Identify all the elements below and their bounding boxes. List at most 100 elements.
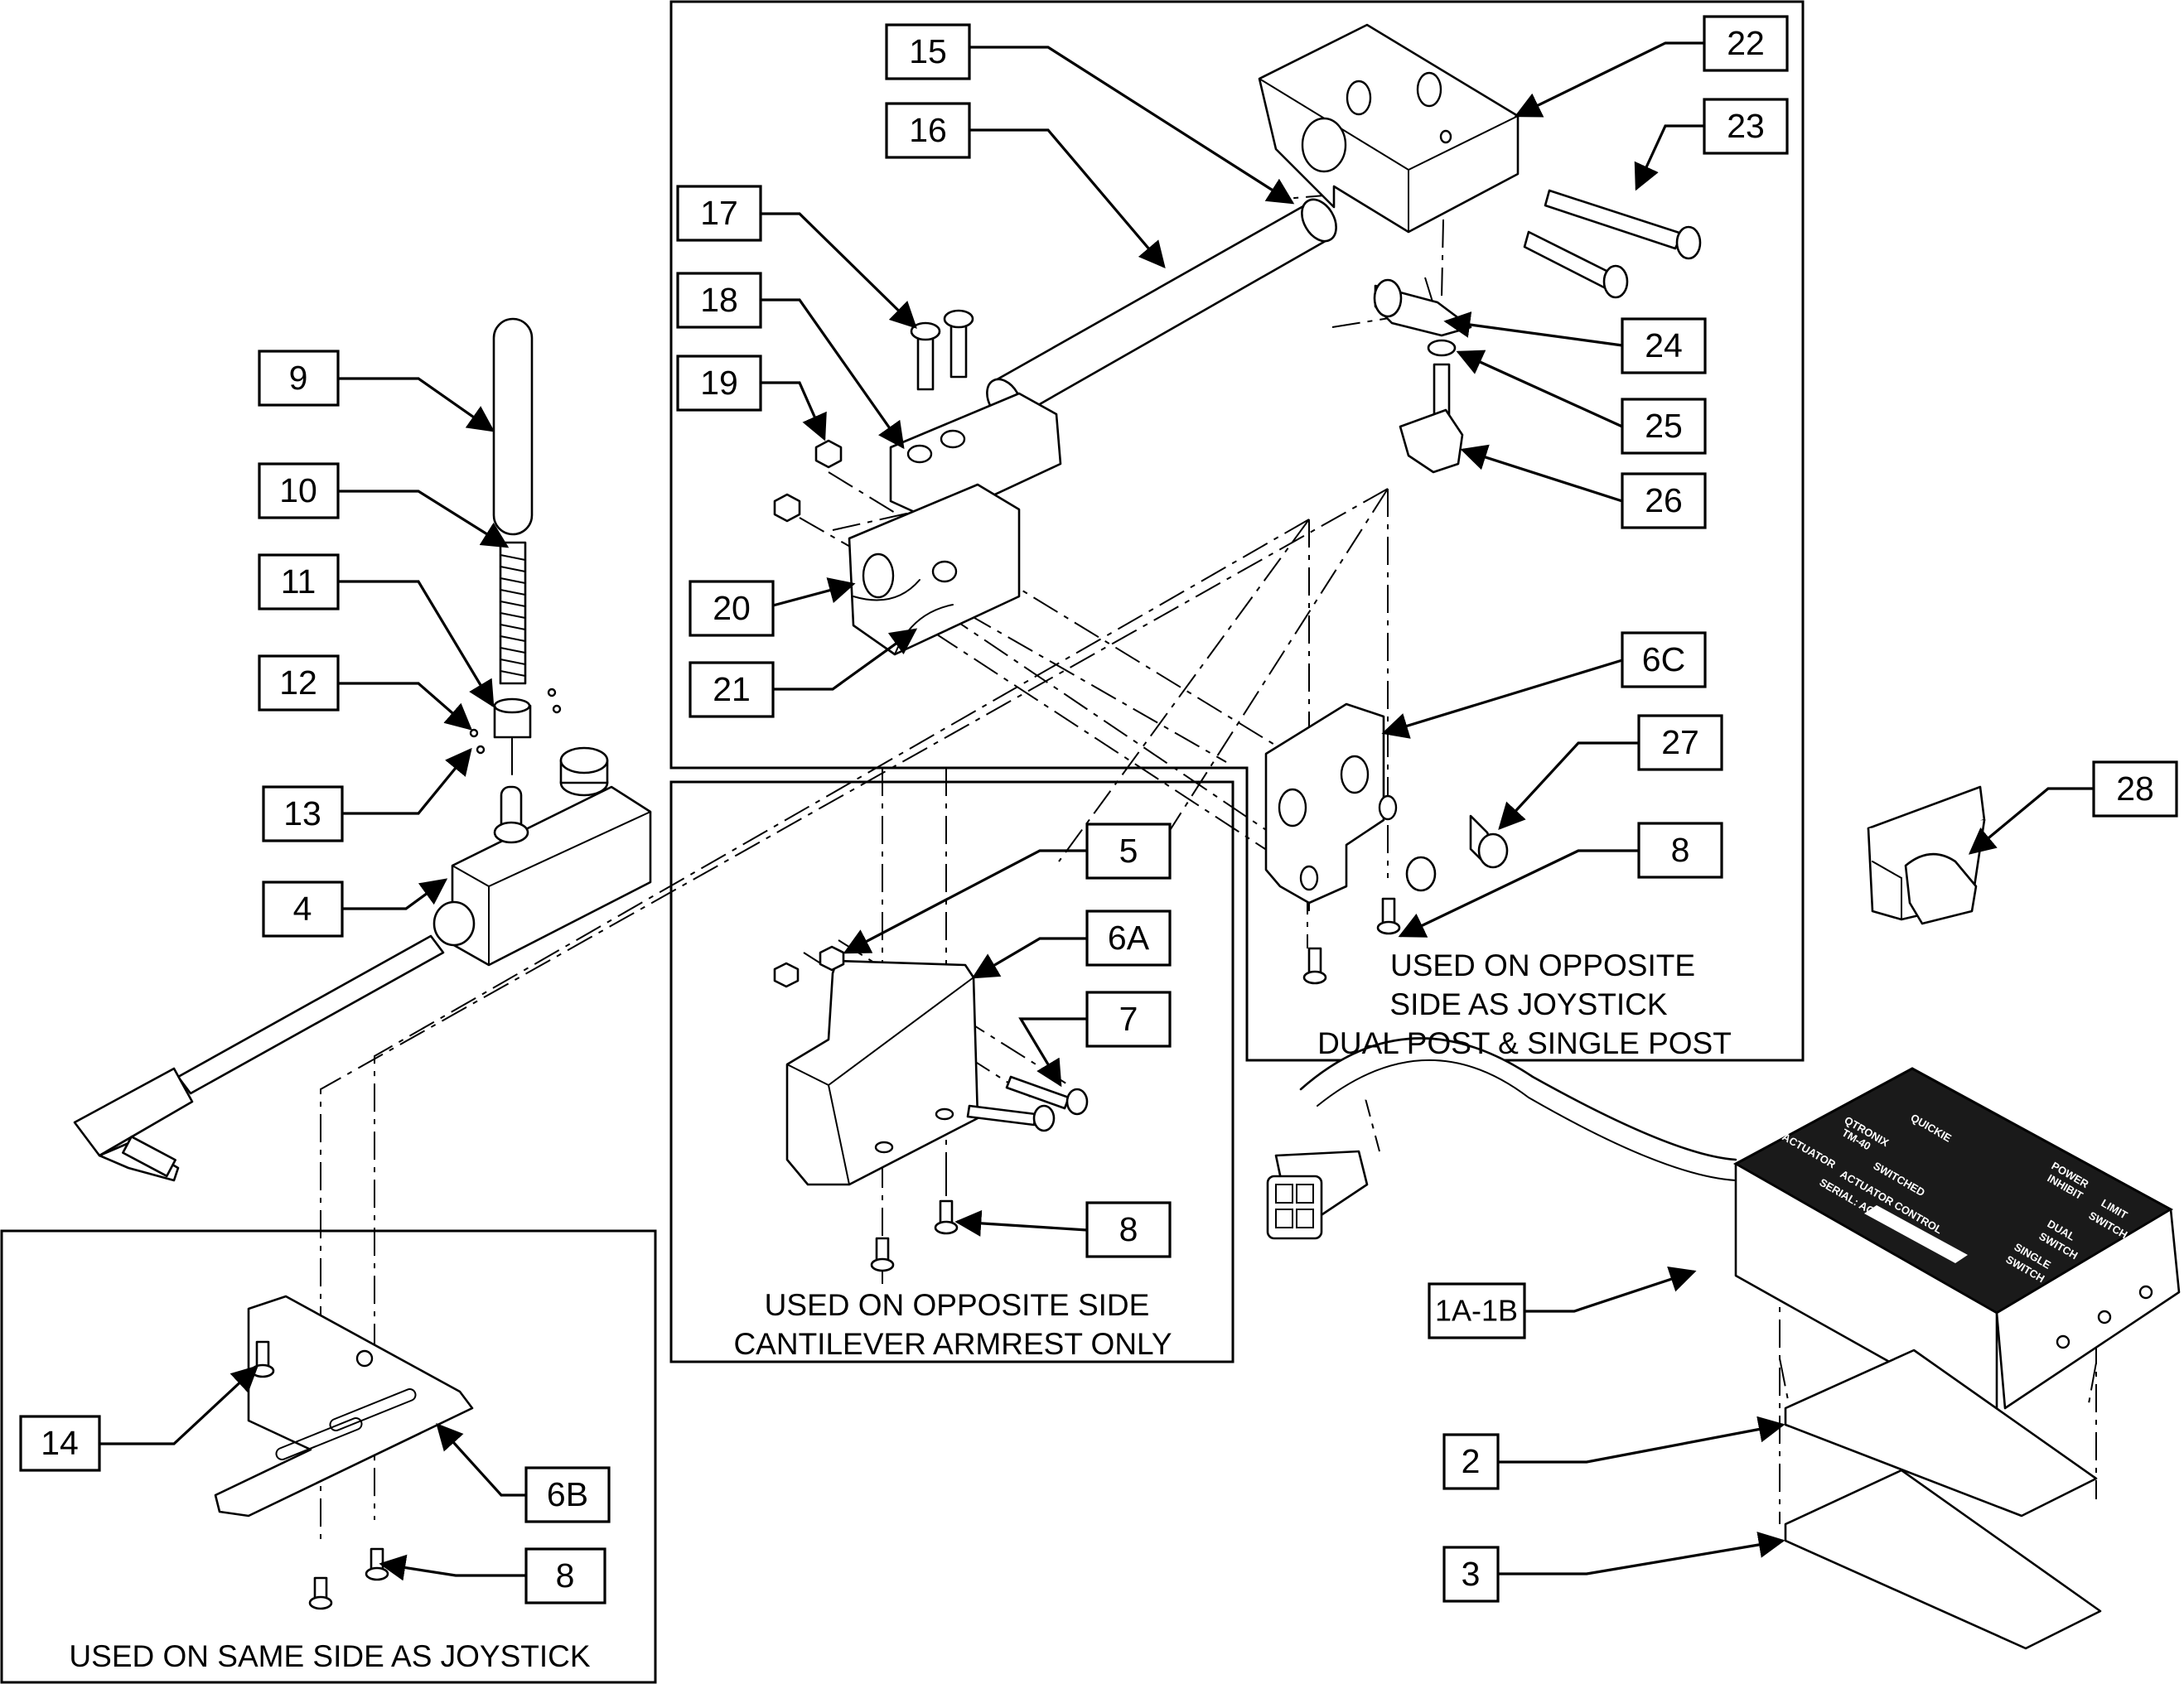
svg-text:6B: 6B (547, 1475, 588, 1513)
washer-25-drawing (1427, 339, 1457, 357)
svg-text:26: 26 (1645, 481, 1683, 519)
svg-text:25: 25 (1645, 407, 1683, 445)
svg-text:11: 11 (281, 562, 316, 601)
screws-7-drawing (966, 1075, 1089, 1132)
callout-3: 3 (1442, 1546, 1500, 1603)
callout-6C: 6C (1621, 631, 1707, 688)
svg-text:7: 7 (1119, 1000, 1138, 1038)
callout-25: 25 (1621, 398, 1707, 455)
note-opposite-joystick: USED ON OPPOSITE SIDE AS JOYSTICK DUAL P… (1317, 948, 1732, 1060)
collar-11-drawing (469, 688, 562, 775)
svg-text:24: 24 (1645, 326, 1683, 364)
svg-text:28: 28 (2116, 770, 2154, 808)
callout-12: 12 (258, 654, 340, 712)
pad-2-drawing (1784, 1349, 2098, 1518)
svg-text:15: 15 (909, 32, 947, 70)
callout-2: 2 (1442, 1433, 1500, 1490)
callout-9: 9 (258, 350, 340, 407)
svg-text:8: 8 (1671, 831, 1690, 869)
callout-24: 24 (1621, 317, 1707, 374)
same-side-frame (0, 1229, 657, 1684)
svg-text:21: 21 (713, 670, 751, 708)
svg-text:6C: 6C (1642, 640, 1685, 678)
pad-3-drawing (1784, 1469, 2102, 1650)
svg-text:5: 5 (1119, 832, 1138, 870)
svg-text:13: 13 (283, 794, 321, 832)
callout-26: 26 (1621, 472, 1707, 529)
svg-text:2: 2 (1462, 1442, 1481, 1480)
bracket-6A-drawing (785, 959, 979, 1186)
svg-text:1A-1B: 1A-1B (1435, 1294, 1518, 1328)
svg-text:14: 14 (41, 1424, 79, 1462)
callout-20: 20 (689, 580, 775, 637)
svg-text:12: 12 (279, 663, 317, 702)
tube-16-drawing (986, 198, 1337, 422)
callout-15: 15 (885, 23, 971, 80)
callout-27: 27 (1637, 714, 1723, 771)
callout-13: 13 (262, 785, 344, 842)
svg-text:19: 19 (700, 364, 738, 402)
clamp-block-18-21-drawing (848, 392, 1062, 656)
bracket-6C-drawing (1264, 702, 1398, 905)
callout-28: 28 (2092, 760, 2178, 818)
note-same-side: USED ON SAME SIDE AS JOYSTICK (69, 1639, 590, 1673)
note-cantilever: USED ON OPPOSITE SIDE CANTILEVER ARMREST… (733, 1288, 1172, 1361)
svg-text:9: 9 (289, 359, 308, 397)
svg-text:20: 20 (713, 589, 751, 627)
svg-text:4: 4 (293, 890, 312, 928)
svg-text:27: 27 (1661, 723, 1699, 761)
screws-27-drawing (1405, 814, 1509, 892)
bolts-23-drawing (1523, 189, 1702, 299)
cantilever-frame (669, 780, 1235, 1363)
callout-22: 22 (1703, 15, 1789, 72)
svg-text:10: 10 (279, 471, 317, 509)
nut-19a-drawing (814, 439, 843, 469)
callout-4: 4 (262, 881, 344, 938)
svg-text:DUAL POST & SINGLE POST: DUAL POST & SINGLE POST (1317, 1026, 1732, 1060)
svg-text:USED ON OPPOSITE SIDE: USED ON OPPOSITE SIDE (765, 1288, 1150, 1322)
svg-text:16: 16 (909, 111, 947, 149)
screws-8a-drawing (870, 1199, 959, 1272)
callout-leaders (99, 41, 2094, 1581)
svg-text:8: 8 (1119, 1210, 1138, 1248)
spring-10-drawing (499, 541, 527, 685)
bracket-6B-drawing (214, 1295, 474, 1518)
svg-text:18: 18 (700, 281, 738, 319)
nut-5b-drawing (773, 962, 800, 988)
svg-text:8: 8 (556, 1556, 575, 1595)
callout-8-cantilever: 8 (1085, 1201, 1172, 1258)
switch-box-4-drawing (73, 746, 652, 1182)
clip-28-drawing (1867, 785, 1986, 925)
grip-9-drawing (492, 317, 534, 536)
nut-19b-drawing (773, 493, 801, 523)
stud-26-drawing (1399, 363, 1464, 474)
svg-text:CANTILEVER ARMREST ONLY: CANTILEVER ARMREST ONLY (733, 1327, 1172, 1361)
svg-text:6A: 6A (1108, 919, 1150, 957)
callout-16: 16 (885, 102, 971, 159)
control-module-drawing (1266, 1037, 2181, 1414)
screws-8c-drawing (1302, 897, 1401, 985)
callout-11: 11 (258, 553, 340, 610)
callout-19: 19 (676, 355, 762, 412)
callout-7: 7 (1085, 991, 1172, 1048)
callout-6B: 6B (524, 1466, 611, 1523)
callout-8-same-side: 8 (524, 1547, 606, 1604)
top-assembly-frame (669, 0, 1805, 1062)
svg-text:17: 17 (700, 194, 738, 232)
screws-17-drawing (910, 309, 974, 391)
svg-text:23: 23 (1727, 107, 1765, 145)
svg-text:USED ON OPPOSITE: USED ON OPPOSITE (1390, 948, 1695, 982)
clamp-22-drawing (1258, 23, 1520, 234)
callout-18: 18 (676, 272, 762, 329)
callout-6A: 6A (1085, 910, 1172, 967)
svg-text:3: 3 (1462, 1555, 1481, 1593)
panel-frames (0, 0, 1805, 1684)
callout-8-top: 8 (1637, 822, 1723, 879)
callout-5: 5 (1085, 823, 1172, 880)
callout-23: 23 (1703, 98, 1789, 155)
callout-21: 21 (689, 661, 775, 718)
screws-8b-drawing (308, 1547, 389, 1610)
clip-24-drawing (1373, 278, 1472, 337)
nut-5a-drawing (819, 945, 845, 972)
